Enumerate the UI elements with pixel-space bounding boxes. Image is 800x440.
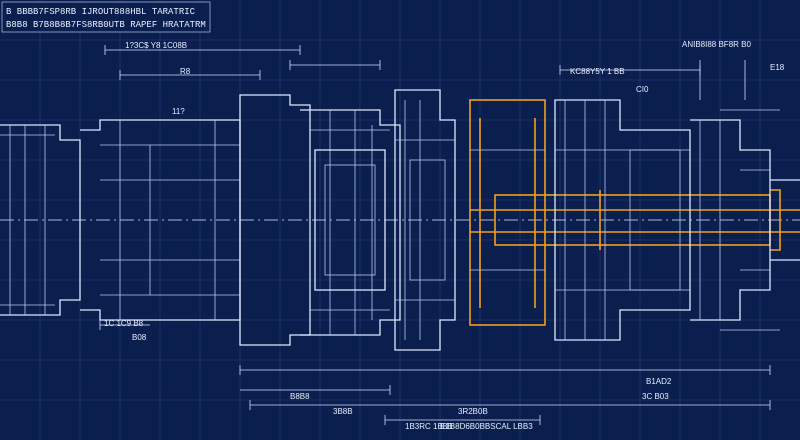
bottom-dim-2: 3B8B [333, 407, 353, 416]
label-small-d: E18 [770, 63, 785, 72]
annotations: 1?3C$ Y8 1C08B ANIB8I88 BF8R B0 KC88Y5Y … [104, 40, 785, 431]
housing [239, 89, 456, 351]
bottom-dim-5: B1AD2 [646, 377, 672, 386]
label-small-b: R8 [180, 67, 191, 76]
bottom-dim-3: 3R2B0B [458, 407, 488, 416]
title-line-2: B8B8 B7B8B8B7FS8RB0UTB RAPEF HRATATRM [6, 20, 206, 30]
bottom-dim-6: 3C B03 [642, 392, 669, 401]
highlight-component [469, 99, 800, 326]
bottom-dim-4: 1B3RC 1B8B [405, 422, 453, 431]
label-left-bottom-a: 1C 1C9 B8 [104, 319, 144, 328]
note-mid-right: KC88Y5Y 1 BB [570, 67, 625, 76]
dimensions [99, 45, 771, 425]
title-block: B BBBB7FSP8RB IJROUT888HBL TARATRIC B8B8… [1, 1, 211, 33]
label-small-a: 11? [172, 107, 185, 116]
label-left-bottom-b: B08 [132, 333, 147, 342]
title-line-1: B BBBB7FSP8RB IJROUT888HBL TARATRIC [6, 7, 196, 17]
note-top-right: ANIB8I88 BF8R B0 [682, 40, 751, 49]
right-assembly [554, 99, 800, 341]
dim-label-top-left: 1?3C$ Y8 1C08B [125, 41, 187, 50]
bottom-code: E1B8D6B0BBSCAL LBB3 [440, 422, 533, 431]
label-small-c: CI0 [636, 85, 649, 94]
bottom-dim-1: B8B8 [290, 392, 310, 401]
